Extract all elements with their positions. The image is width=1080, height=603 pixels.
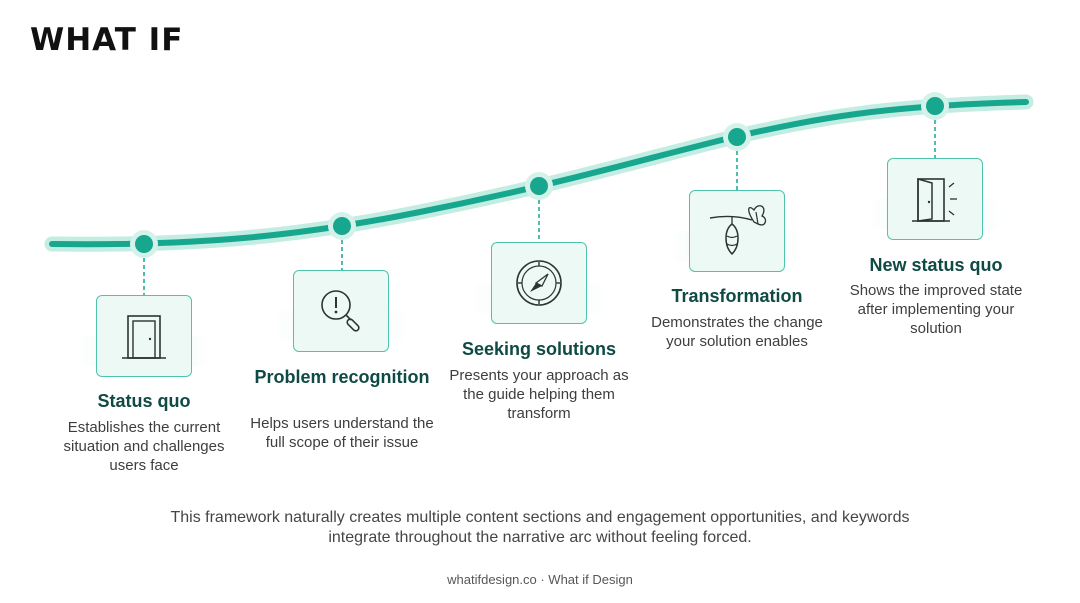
stage-desc-new-status-quo: Shows the improved state after implement… <box>849 282 1023 337</box>
chrysalis-butterfly-icon <box>709 205 767 256</box>
brand-logo: WHAT IF <box>30 22 184 58</box>
stage-title-transformation: Transformation <box>671 286 803 306</box>
stage-node <box>328 212 356 240</box>
problem-recognition-icon-box <box>274 270 408 352</box>
footer-credit: whatifdesign.co · What if Design <box>447 572 633 587</box>
door-open-icon <box>912 178 957 222</box>
stage-title-new-status-quo: New status quo <box>869 255 1003 275</box>
journey-curve <box>49 99 1029 248</box>
summary-text: This framework naturally creates multipl… <box>170 509 910 546</box>
seeking-solutions-icon-box <box>472 242 606 324</box>
new-status-quo-icon-box <box>868 158 1002 240</box>
stage-desc-problem-recognition: Helps users understand the full scope of… <box>250 415 434 451</box>
stage-node <box>525 172 553 200</box>
stage-node <box>921 92 949 120</box>
stage-node <box>723 123 751 151</box>
status-quo-icon-box <box>77 295 211 377</box>
stage-desc-status-quo: Establishes the current situation and ch… <box>63 419 225 474</box>
magnifier-alert-icon <box>321 290 360 332</box>
stage-title-seeking-solutions: Seeking solutions <box>461 339 617 359</box>
stage-title-problem-recognition: Problem recognition <box>254 367 430 387</box>
stage-desc-seeking-solutions: Presents your approach as the guide help… <box>449 367 629 422</box>
door-closed-icon <box>122 315 166 359</box>
stage-node <box>130 230 158 258</box>
stage-desc-transformation: Demonstrates the change your solution en… <box>651 314 823 350</box>
compass-icon <box>516 260 562 306</box>
transformation-icon-box <box>670 190 804 272</box>
stage-title-status-quo: Status quo <box>97 391 191 411</box>
